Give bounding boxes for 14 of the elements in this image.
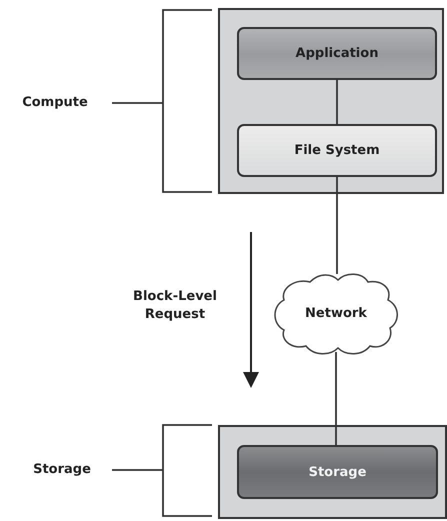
text-label: Block-Level Request xyxy=(132,288,218,324)
text-label: Compute xyxy=(21,94,89,112)
process-box xyxy=(237,124,437,177)
process-box xyxy=(237,27,437,80)
panel xyxy=(218,425,447,519)
node-label: File System xyxy=(294,143,380,158)
node-label: Application xyxy=(296,46,378,61)
node-label: Storage xyxy=(308,464,366,480)
process-box xyxy=(237,445,438,499)
node-label: Network xyxy=(305,306,367,320)
panel xyxy=(218,8,444,194)
connector-line xyxy=(335,352,337,445)
text-label: Storage xyxy=(32,461,92,479)
connector-line xyxy=(336,80,338,124)
